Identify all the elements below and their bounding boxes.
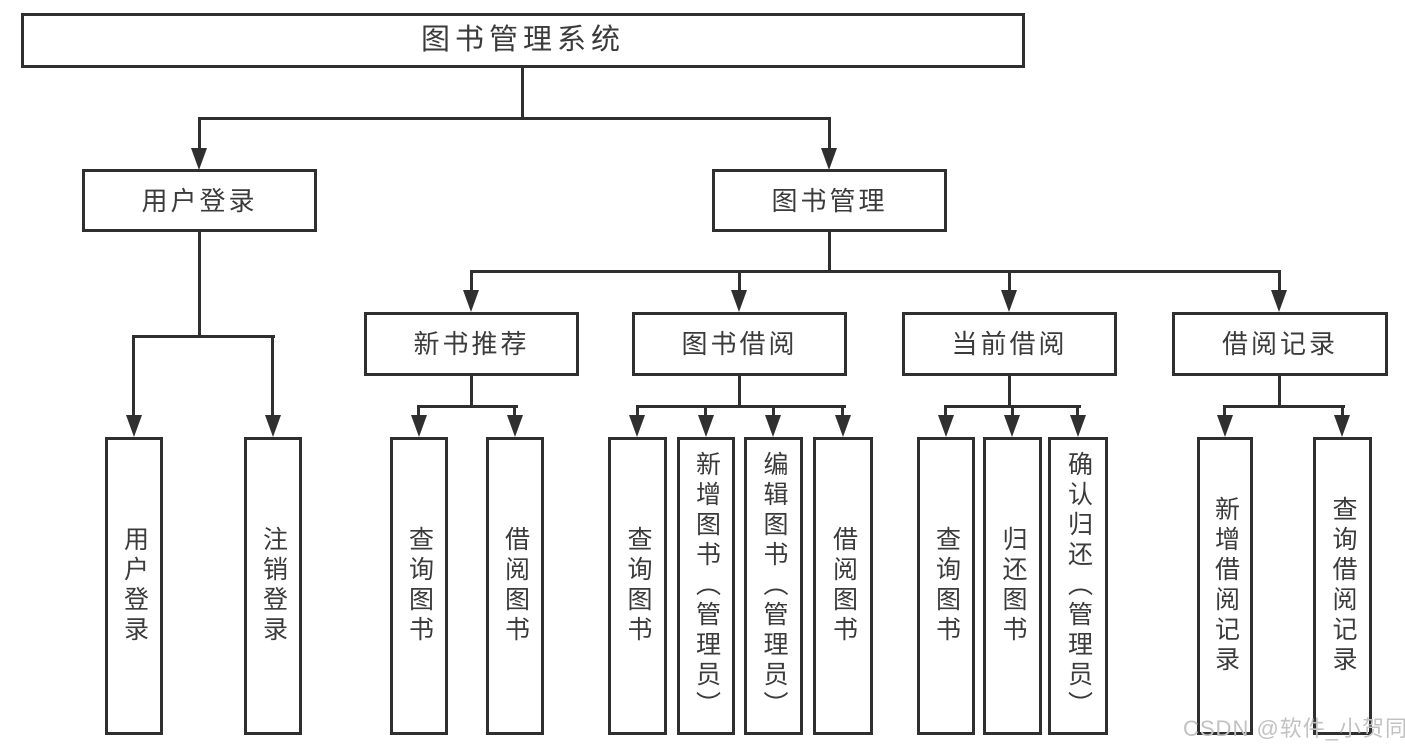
connector-root-stem — [521, 68, 524, 118]
connector-groupA-stem — [470, 376, 473, 408]
arrow-down-icon — [1001, 290, 1017, 312]
connector-groupB-hline — [636, 405, 846, 408]
arrow-down-icon — [698, 415, 714, 437]
node-book-management: 图书管理 — [712, 169, 947, 232]
arrow-down-icon — [765, 415, 781, 437]
node-new-book-recommend: 新书推荐 — [364, 312, 579, 376]
leaf-return-books: 归还图书 — [983, 437, 1042, 735]
connector-leaf-stem — [1223, 405, 1226, 417]
connector-section-stem — [470, 270, 473, 294]
leaf-add-borrow-record: 新增借阅记录 — [1197, 437, 1253, 735]
leaf-borrow-books-recommend: 借阅图书 — [486, 437, 544, 735]
connector-leaf-stem — [704, 405, 707, 417]
leaf-logout: 注销登录 — [244, 437, 302, 735]
arrow-down-icon — [629, 415, 645, 437]
node-borrow-records: 借阅记录 — [1172, 312, 1388, 376]
arrow-down-icon — [411, 415, 427, 437]
node-user-login: 用户登录 — [82, 169, 317, 232]
connector-leaf-stem — [636, 405, 639, 417]
connector-user-subtree-stem — [198, 232, 201, 337]
connector-groupD-stem — [1278, 376, 1281, 408]
connector-user-login-stem — [198, 117, 201, 151]
arrow-down-icon — [1334, 415, 1350, 437]
leaf-borrow-books: 借阅图书 — [813, 437, 873, 735]
arrow-down-icon — [126, 415, 142, 437]
arrow-down-icon — [1217, 415, 1233, 437]
leaf-query-books-recommend: 查询图书 — [390, 437, 448, 735]
connector-leaf-stem — [513, 405, 516, 417]
connector-book-subtree-stem — [828, 232, 831, 272]
node-library-system: 图书管理系统 — [21, 13, 1025, 68]
connector-groupC-stem — [1008, 376, 1011, 408]
connector-leaf-stem — [772, 405, 775, 417]
leaf-confirm-return-admin: 确认归还（管理员） — [1048, 437, 1108, 735]
arrow-down-icon — [835, 415, 851, 437]
arrow-down-icon — [1070, 415, 1086, 437]
leaf-add-books-admin: 新增图书（管理员） — [677, 437, 735, 735]
connector-leaf-stem — [1076, 405, 1079, 417]
connector-leaf-stem — [944, 405, 947, 417]
arrow-down-icon — [821, 148, 837, 170]
connector-section-stem — [738, 270, 741, 294]
leaf-query-borrow-record: 查询借阅记录 — [1313, 437, 1372, 735]
connector-groupA-hline — [417, 405, 518, 408]
arrow-down-icon — [1271, 290, 1287, 312]
arrow-down-icon — [191, 148, 207, 170]
connector-leaf-stem — [1341, 405, 1344, 417]
connector-leaf-stem — [132, 335, 135, 417]
node-book-borrow: 图书借阅 — [632, 312, 847, 376]
arrow-down-icon — [1004, 415, 1020, 437]
connector-leaf-stem — [417, 405, 420, 417]
connector-level1-hline — [198, 117, 831, 120]
connector-leaf-stem — [1011, 405, 1014, 417]
leaf-query-books-current: 查询图书 — [917, 437, 975, 735]
connector-groupD-hline — [1223, 405, 1345, 408]
arrow-down-icon — [507, 415, 523, 437]
arrow-down-icon — [265, 415, 281, 437]
connector-book-mgmt-stem — [828, 117, 831, 151]
connector-section-stem — [1008, 270, 1011, 294]
connector-user-subtree-hline — [132, 335, 275, 338]
csdn-watermark: CSDN @软件_小贺同学 — [1183, 716, 1405, 741]
connector-groupB-stem — [738, 376, 741, 408]
leaf-edit-books-admin: 编辑图书（管理员） — [744, 437, 803, 735]
leaf-query-books-borrow: 查询图书 — [608, 437, 667, 735]
arrow-down-icon — [938, 415, 954, 437]
arrow-down-icon — [463, 290, 479, 312]
connector-level3-hline — [470, 270, 1281, 273]
connector-section-stem — [1278, 270, 1281, 294]
connector-leaf-stem — [271, 335, 274, 417]
node-current-borrow: 当前借阅 — [902, 312, 1117, 376]
leaf-user-login: 用户登录 — [105, 437, 163, 735]
connector-leaf-stem — [841, 405, 844, 417]
arrow-down-icon — [731, 290, 747, 312]
